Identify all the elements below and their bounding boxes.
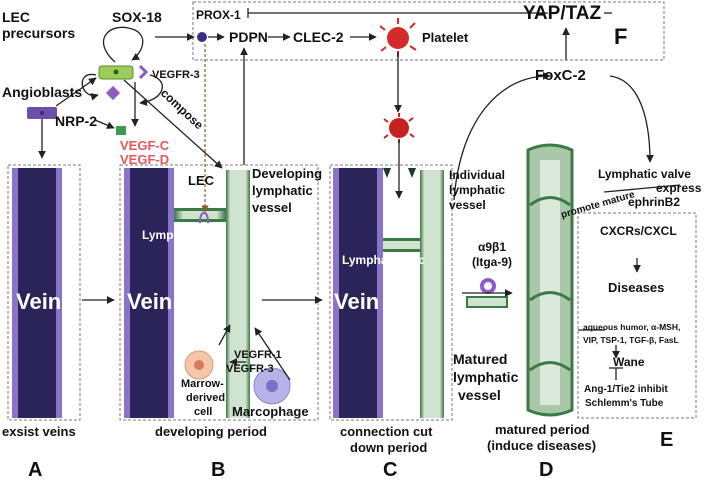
compose-label: compose xyxy=(158,86,206,132)
marrow-cell-label: cell xyxy=(194,406,212,418)
activated-platelet-icon xyxy=(383,113,415,143)
developing-vessel-label: Developing xyxy=(252,166,322,181)
matured-lymphatic-vessel xyxy=(526,143,574,417)
ephrinb2-label: ephrinB2 xyxy=(628,195,680,209)
yaptaz-label: YAP/TAZ xyxy=(523,3,602,24)
vegfc-label: VEGF-C xyxy=(120,138,170,153)
vegfr1-label: VEGFR-1 xyxy=(234,349,282,361)
vegf-icon xyxy=(116,126,126,135)
angioblasts-label: Angioblasts xyxy=(2,84,82,100)
aqueous-label: VIP, TSP-1, TGF-β, FasL xyxy=(583,335,679,345)
vegfr3-label: VEGFR-3 xyxy=(152,69,200,81)
panel-b-letter: B xyxy=(211,459,225,481)
marrow-cell-label: Marrow- xyxy=(181,378,224,390)
period-b-label: developing period xyxy=(155,424,267,439)
foxc2-label: FoxC-2 xyxy=(535,67,586,84)
vein-c xyxy=(333,168,383,418)
cxcr-label: CXCRs/CXCL xyxy=(600,224,677,238)
lymphatic-vessel-b xyxy=(174,170,250,418)
panel-c-letter: C xyxy=(383,459,397,481)
prox1-dot-icon xyxy=(197,32,207,42)
vein-a xyxy=(12,168,62,418)
vein-b xyxy=(124,168,174,418)
nrp2-icon xyxy=(105,85,121,101)
lymphatic-valve-label: Lymphatic valve xyxy=(598,167,691,181)
vegfr3-b-label: VEGFR-3 xyxy=(226,363,274,375)
lymphatic-valve-label: express xyxy=(656,181,702,195)
panel-f-box xyxy=(192,1,665,61)
integrin-icon xyxy=(480,278,496,295)
panel-a-letter: A xyxy=(28,459,42,481)
period-d-label: (induce diseases) xyxy=(487,438,596,453)
lec-label: LEC xyxy=(188,173,215,188)
platelet-icon xyxy=(379,18,417,57)
panel-f-letter: F xyxy=(614,24,627,49)
marrow-cell-icon xyxy=(184,350,214,380)
matured-vessel-label: lymphatic xyxy=(453,369,519,385)
aqueous-label: aqueous humor, α-MSH, xyxy=(583,322,680,332)
vegfd-label: VEGF-D xyxy=(120,152,169,167)
lec-precursors-label: LEC xyxy=(2,9,30,25)
vein-c-label: Vein xyxy=(334,289,379,314)
diseases-label: Diseases xyxy=(608,280,664,295)
panel-b-box xyxy=(119,164,319,421)
period-a-label: exsist veins xyxy=(2,424,76,439)
individual-vessel-piece xyxy=(466,296,508,308)
text-labels: LEC precursors SOX-18 Angioblasts VEGFR-… xyxy=(2,3,702,481)
integrin-label: α9β1 xyxy=(478,240,506,254)
lymphatic-sac-label: Lymphatic sac xyxy=(142,228,225,242)
individual-vessel-label: Individual xyxy=(449,168,505,182)
period-c-label: connection cut xyxy=(340,424,433,439)
developing-vessel-label: vessel xyxy=(252,200,292,215)
vein-a-label: Vein xyxy=(16,289,61,314)
panel-a-box xyxy=(7,164,81,421)
period-d-label: matured period xyxy=(495,422,590,437)
prox1-label: PROX-1 xyxy=(196,8,241,22)
ang-label: Ang-1/Tie2 inhibit xyxy=(584,384,668,395)
arrows xyxy=(38,8,681,381)
matured-vessel-label: vessel xyxy=(458,387,501,403)
sox18-label: SOX-18 xyxy=(112,9,162,25)
panel-c-box xyxy=(329,164,453,421)
platelet-label: Platelet xyxy=(422,30,469,45)
individual-vessel-label: lymphatic xyxy=(449,183,505,197)
lymphatic-vessel-c xyxy=(383,168,444,418)
matured-vessel-label: Matured xyxy=(453,351,507,367)
lec-precursors-label: precursors xyxy=(2,25,75,41)
schlemm-label: Schlemm's Tube xyxy=(585,398,664,409)
macrophage-icon xyxy=(253,367,291,405)
macrophage-label: Marcophage xyxy=(232,404,309,419)
clec2-label: CLEC-2 xyxy=(293,29,344,45)
lymphatic-sac-label: Lymphatic sac xyxy=(342,253,425,267)
vein-b-label: Vein xyxy=(127,289,172,314)
panel-e-letter: E xyxy=(660,429,673,451)
panel-d-letter: D xyxy=(539,459,553,481)
developing-vessel-label: lymphatic xyxy=(252,183,313,198)
vegfr3-receptor-icon xyxy=(138,64,149,80)
marrow-cell-label: derived xyxy=(186,392,225,404)
nrp2-label: NRP-2 xyxy=(55,113,97,129)
individual-vessel-label: vessel xyxy=(449,198,486,212)
wane-label: Wane xyxy=(613,355,645,369)
pdpn-label: PDPN xyxy=(229,29,268,45)
panel-e-box xyxy=(577,212,697,419)
lec-receptor-icon xyxy=(199,212,209,224)
period-c-label: down period xyxy=(350,440,427,455)
integrin-label: (Itga-9) xyxy=(472,255,512,269)
